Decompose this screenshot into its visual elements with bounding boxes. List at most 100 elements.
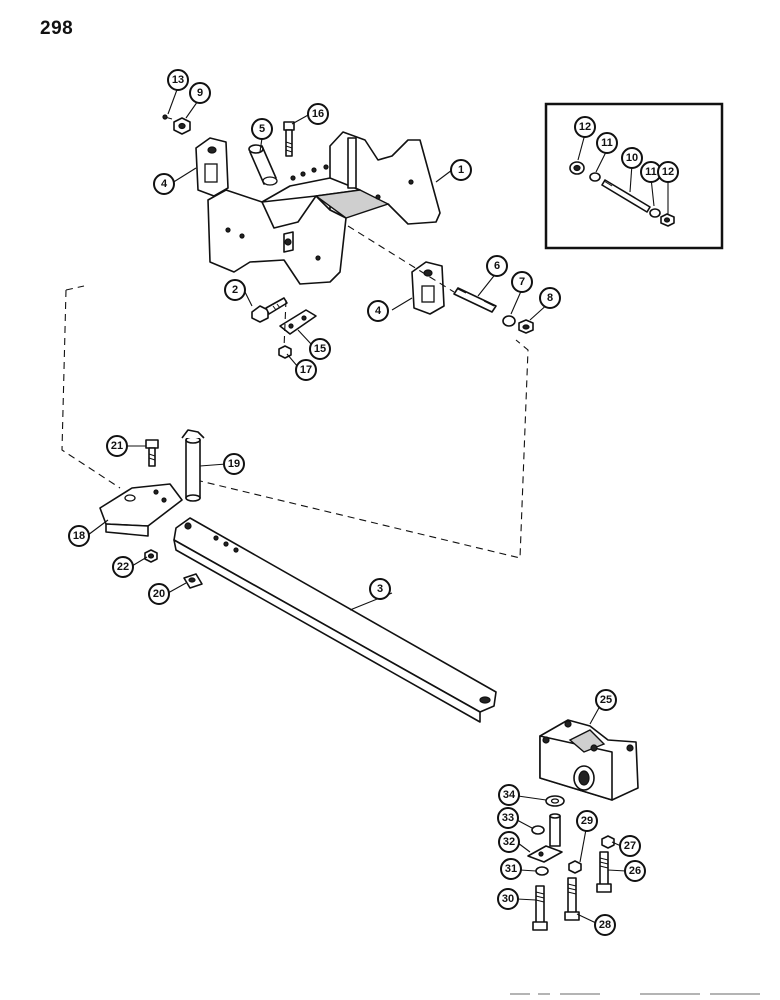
callout-11-left-label: 11 (601, 137, 613, 149)
callout-5: 5 (251, 118, 273, 140)
hitch-block-part-25 (539, 719, 639, 801)
callout-30: 30 (497, 888, 519, 910)
inset-shaft (601, 179, 651, 213)
callout-6-label: 6 (494, 260, 500, 272)
washer-part-33 (531, 825, 545, 835)
nut-part-9 (173, 117, 191, 135)
callout-16-label: 16 (312, 108, 324, 120)
callout-16: 16 (307, 103, 329, 125)
callout-4-upper: 4 (153, 173, 175, 195)
callout-28-label: 28 (599, 919, 611, 931)
bolt-part-26 (596, 851, 612, 893)
callout-33: 33 (497, 807, 519, 829)
callout-19-label: 19 (228, 458, 240, 470)
callout-32: 32 (498, 831, 520, 853)
callout-8-label: 8 (547, 292, 553, 304)
callout-4-upper-label: 4 (161, 178, 168, 190)
callout-12-right-label: 12 (662, 166, 674, 178)
callout-9: 9 (189, 82, 211, 104)
callout-7: 7 (511, 271, 533, 293)
callout-27-label: 27 (624, 840, 636, 852)
callout-22-label: 22 (117, 561, 129, 573)
inset-washer-left (569, 161, 585, 175)
callout-18: 18 (68, 525, 90, 547)
callout-12-left: 12 (574, 116, 596, 138)
callout-9-label: 9 (197, 87, 203, 99)
callout-32-label: 32 (503, 836, 515, 848)
callout-21-label: 21 (111, 440, 123, 452)
callout-13-label: 13 (172, 74, 184, 86)
callout-33-label: 33 (502, 812, 514, 824)
washer-part-34 (545, 795, 565, 807)
callout-3-label: 3 (377, 583, 383, 595)
bolt-part-21 (145, 439, 159, 467)
callout-27: 27 (619, 835, 641, 857)
link-plate-part-4-lower (411, 261, 445, 315)
page-number: 298 (40, 18, 74, 39)
nut-part-27 (601, 835, 615, 849)
callout-6: 6 (486, 255, 508, 277)
callout-10: 10 (621, 147, 643, 169)
phantom-line-shaft (347, 225, 455, 293)
inset-detail-box (544, 102, 724, 250)
callout-30-label: 30 (502, 893, 514, 905)
callout-17-label: 17 (300, 364, 312, 376)
shaft-part-6 (453, 287, 497, 313)
callout-19: 19 (223, 453, 245, 475)
callout-22: 22 (112, 556, 134, 578)
callout-1: 1 (450, 159, 472, 181)
callout-34: 34 (498, 784, 520, 806)
callout-5-label: 5 (259, 123, 265, 135)
bolt-part-28 (564, 877, 580, 921)
plate-part-32 (527, 845, 563, 863)
pin-part-19 (181, 429, 205, 502)
callout-18-label: 18 (73, 530, 85, 542)
callout-29: 29 (576, 810, 598, 832)
callout-12-right: 12 (657, 161, 679, 183)
callout-15: 15 (309, 338, 331, 360)
plate-part-15 (279, 309, 317, 335)
callout-31-label: 31 (505, 863, 517, 875)
callout-4-lower-label: 4 (375, 305, 382, 317)
phantom-line-bolt (283, 299, 287, 349)
callout-11-left: 11 (596, 132, 618, 154)
callout-7-label: 7 (519, 276, 525, 288)
callout-29-label: 29 (581, 815, 593, 827)
callout-1-label: 1 (458, 164, 464, 176)
bolt-part-2 (251, 297, 288, 323)
callout-17: 17 (295, 359, 317, 381)
callout-25-label: 25 (600, 694, 612, 706)
bushing-part-5 (248, 144, 278, 186)
callout-20: 20 (148, 583, 170, 605)
bolt-part-30 (532, 885, 548, 931)
callout-15-label: 15 (314, 343, 326, 355)
callout-21: 21 (106, 435, 128, 457)
clevis-part-18 (99, 483, 183, 537)
clip-part-20 (183, 573, 203, 589)
callout-26-label: 26 (629, 865, 641, 877)
callout-25: 25 (595, 689, 617, 711)
nut-part-22 (144, 549, 158, 563)
inset-washer-small-left (589, 172, 601, 182)
drawbar-part-3 (173, 517, 497, 723)
inset-washer-small-right (649, 208, 661, 218)
callout-26: 26 (624, 860, 646, 882)
callout-2-label: 2 (232, 284, 238, 296)
washer-part-7 (502, 315, 516, 327)
callout-11-right-label: 11 (645, 166, 657, 178)
callout-10-label: 10 (626, 152, 638, 164)
washer-part-31 (535, 866, 549, 876)
callout-4-lower: 4 (367, 300, 389, 322)
pin-part-13 (162, 114, 173, 120)
nut-part-8 (518, 319, 534, 334)
inset-nut-right (660, 213, 675, 227)
phantom-outline-boundary (61, 285, 529, 559)
callout-20-label: 20 (153, 588, 165, 600)
callout-2: 2 (224, 279, 246, 301)
callout-8: 8 (539, 287, 561, 309)
callout-12-left-label: 12 (579, 121, 591, 133)
callout-3: 3 (369, 578, 391, 600)
link-plate-part-4-upper (195, 137, 229, 197)
callout-31: 31 (500, 858, 522, 880)
